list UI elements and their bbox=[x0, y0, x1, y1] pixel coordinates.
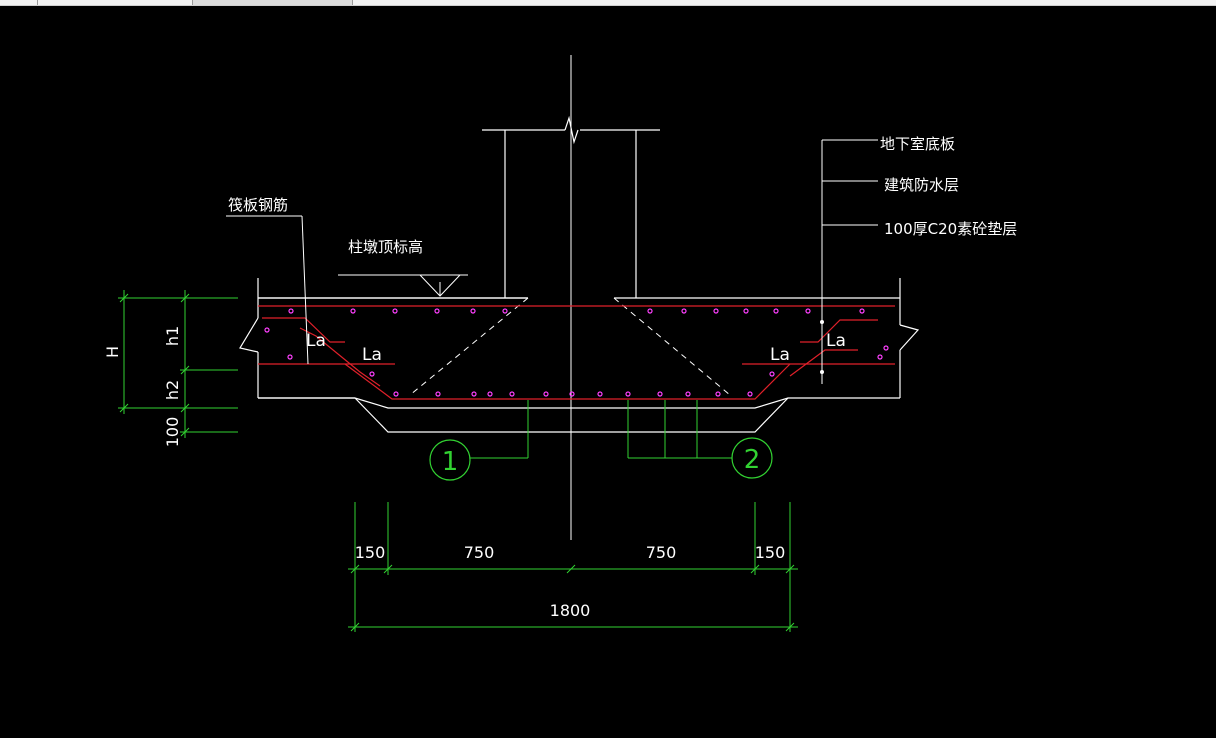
dim-750-right: 750 bbox=[646, 543, 677, 562]
dim-h: H bbox=[103, 346, 122, 358]
label-la-left-inner: La bbox=[362, 345, 382, 365]
label-cushion-layer: 100厚C20素砼垫层 bbox=[884, 220, 1017, 238]
label-basement-floor: 地下室底板 bbox=[880, 135, 955, 153]
label-la-right-outer: La bbox=[826, 331, 846, 351]
label-waterproof-layer: 建筑防水层 bbox=[884, 176, 959, 194]
tab-1[interactable] bbox=[0, 0, 38, 5]
tab-3[interactable] bbox=[193, 0, 353, 5]
bubble-2-circle bbox=[731, 437, 773, 479]
callout-bubble-2[interactable]: 2 bbox=[731, 437, 773, 479]
leader-lines bbox=[226, 139, 878, 384]
bubble-1-label: 1 bbox=[442, 447, 459, 477]
dim-h2: h2 bbox=[163, 380, 182, 400]
rebar-lines bbox=[258, 305, 895, 400]
dim-150-left: 150 bbox=[355, 543, 386, 562]
bubble-1-circle bbox=[429, 439, 471, 481]
dim-750-left: 750 bbox=[464, 543, 495, 562]
callout-leaders bbox=[470, 400, 732, 459]
tab-bar bbox=[0, 0, 1216, 6]
pier-slope-lines bbox=[409, 297, 731, 396]
dim-total: 1800 bbox=[550, 601, 591, 620]
bubble-2-label: 2 bbox=[744, 445, 761, 475]
callout-bubble-1[interactable]: 1 bbox=[429, 439, 471, 481]
dimension-lines bbox=[118, 290, 798, 632]
tab-2[interactable] bbox=[38, 0, 193, 5]
label-la-right-inner: La bbox=[770, 345, 790, 365]
dim-h1: h1 bbox=[163, 326, 182, 346]
label-la-left-outer: La bbox=[306, 331, 326, 351]
label-raft-rebar: 筏板钢筋 bbox=[228, 196, 288, 214]
leader-dots bbox=[820, 320, 824, 374]
rebar-dots bbox=[264, 308, 889, 397]
label-pier-top-elev: 柱墩顶标高 bbox=[348, 238, 423, 256]
dim-100: 100 bbox=[163, 417, 182, 448]
dim-150-right: 150 bbox=[755, 543, 786, 562]
